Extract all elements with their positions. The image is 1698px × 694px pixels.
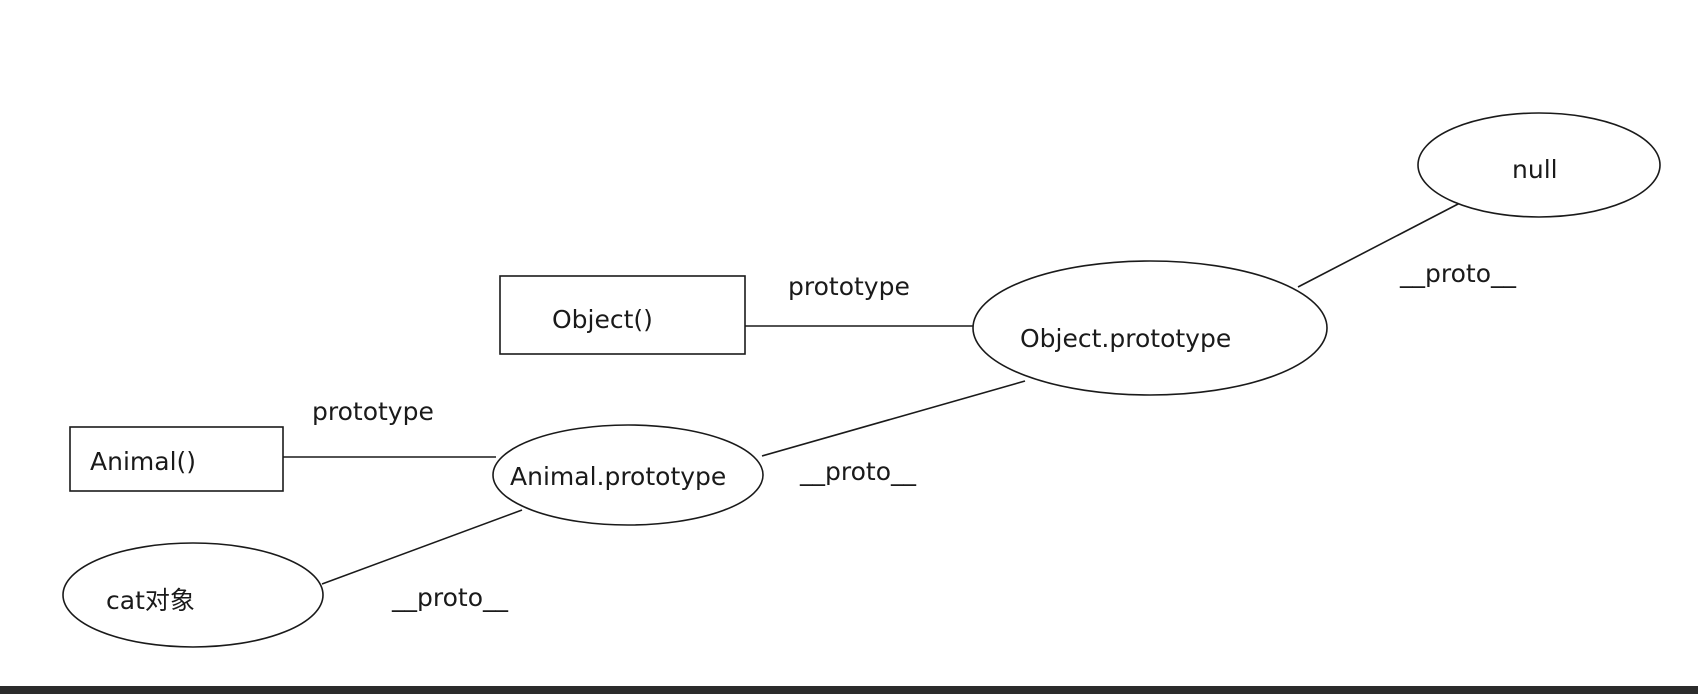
- animal-constructor-box: [69, 426, 284, 492]
- animal-constructor-label: Animal(): [90, 447, 196, 476]
- object-constructor-label: Object(): [552, 305, 653, 334]
- cat-object-label: cat对象: [106, 586, 195, 615]
- edge-animal-proto-proto: [761, 380, 1026, 457]
- object-proto-proto-edge-label: __proto__: [1399, 259, 1516, 288]
- cat-object-node: [62, 542, 324, 648]
- bottom-border-bar: [0, 686, 1698, 694]
- animal-proto-proto-edge-label: __proto__: [799, 457, 916, 486]
- animal-ctor-prototype-edge-label: prototype: [312, 397, 434, 426]
- object-ctor-prototype-edge-label: prototype: [788, 272, 910, 301]
- object-prototype-node: [972, 260, 1328, 396]
- animal-prototype-node: [492, 424, 764, 526]
- animal-prototype-label: Animal.prototype: [510, 462, 726, 491]
- null-node: [1417, 112, 1661, 218]
- cat-proto-edge-label: __proto__: [391, 583, 508, 612]
- object-constructor-box: [499, 275, 746, 355]
- edge-object-proto-proto: [1297, 202, 1461, 288]
- edge-cat-proto: [321, 509, 523, 585]
- null-label: null: [1512, 155, 1558, 184]
- object-prototype-label: Object.prototype: [1020, 324, 1231, 353]
